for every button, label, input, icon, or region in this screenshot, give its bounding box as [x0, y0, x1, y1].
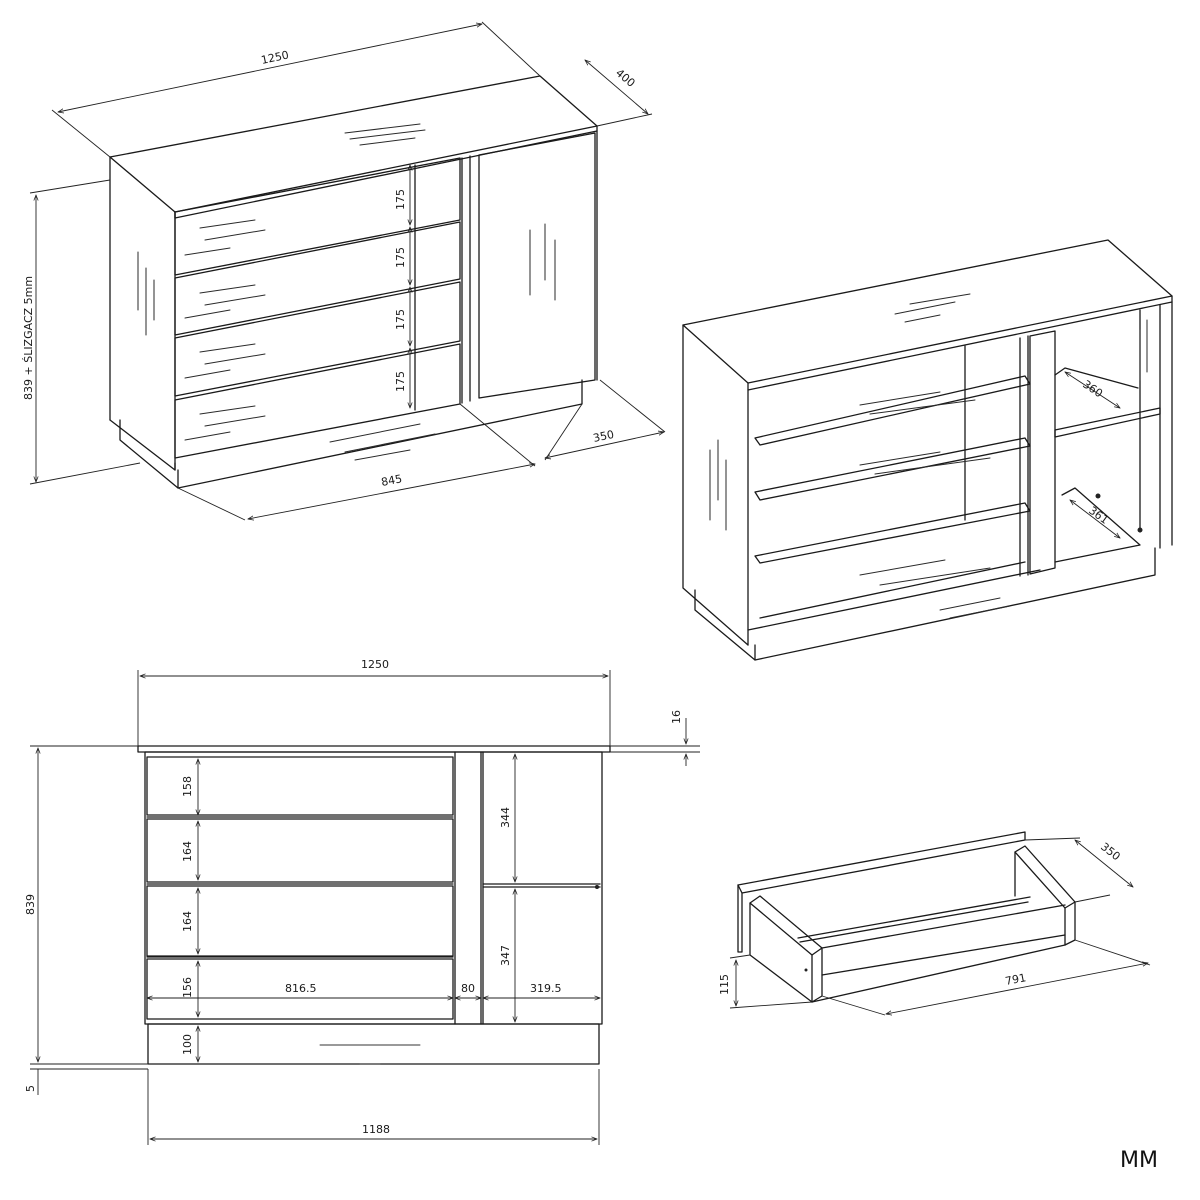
drawer-view: 350 791 115	[718, 831, 1151, 1015]
brand-logo: MM	[1120, 1148, 1158, 1173]
drawer-front-4	[174, 343, 461, 459]
door-panel	[478, 132, 596, 399]
drawer-front-2	[174, 221, 461, 336]
shelf-depth-upper-dim-label: 360	[1080, 378, 1105, 401]
front-height-dim-label: 839	[24, 894, 37, 915]
open-side-panel	[682, 324, 749, 646]
drawer-height-dim-2: 164	[181, 841, 194, 862]
shelf-pin	[1095, 493, 1101, 499]
drawer-front-dim-2: 175	[394, 247, 407, 268]
plinth-width-dim-line	[248, 464, 535, 519]
door-depth-dim-line	[545, 432, 664, 458]
front-drawer-3	[146, 885, 454, 957]
open-plinth	[694, 547, 1156, 661]
compartment-height-dim-2: 347	[499, 945, 512, 966]
shelf-depth-lower-dim-label: 361	[1086, 504, 1111, 527]
front-elevation-view: 1250 16 839 5 158 164 164 156 100 816.5 …	[24, 658, 700, 1145]
drawer-front-3	[174, 281, 461, 397]
divider-dim-label: 80	[461, 982, 475, 995]
drawer-front-dim-1: 175	[394, 189, 407, 210]
drawer-left-side	[749, 895, 823, 956]
drawer-front-dim-3: 175	[394, 309, 407, 330]
drawer-runner-3	[754, 502, 1031, 564]
drawer-runner-2	[754, 437, 1031, 501]
open-divider	[1029, 330, 1056, 575]
front-top-panel	[137, 745, 611, 753]
open-perspective-view: 360 361	[682, 239, 1173, 661]
depth-dim-label: 400	[613, 66, 637, 89]
drawer-length-dim-line	[886, 963, 1148, 1014]
leveler-dim-label: 5	[24, 1085, 37, 1092]
shelf-depth-upper-dim-line	[1065, 372, 1120, 408]
drawer-front-panel	[737, 831, 1026, 894]
drawer-depth-dim-label: 350	[1098, 840, 1123, 863]
front-width-dim-label: 1250	[361, 658, 389, 671]
height-dim-label: 839 + ŚLIZGACZ 5mm	[22, 276, 35, 400]
drawer-length-dim-label: 791	[1004, 971, 1027, 988]
front-plinth	[147, 1023, 600, 1065]
plinth-height-dim: 100	[181, 1034, 194, 1055]
drawer-front-1	[174, 157, 461, 276]
top-thickness-dim-label: 16	[670, 710, 683, 724]
shelf-pin	[1137, 527, 1143, 533]
drawer-height-dim-3: 164	[181, 911, 194, 932]
closed-perspective-view: 1250 400 839 + ŚLIZGACZ 5mm 175 175 175 …	[22, 21, 666, 520]
drawer-bottom	[821, 904, 1066, 949]
drawer-height-dim-label: 115	[718, 974, 731, 995]
drawer-depth-dim-line	[1075, 840, 1133, 887]
base-width-dim-label: 1188	[362, 1123, 390, 1136]
right-shelf	[1054, 407, 1161, 438]
front-drawer-1	[146, 756, 454, 816]
drawer-section-dim-label: 816.5	[285, 982, 317, 995]
front-drawer-4	[146, 958, 454, 1020]
compartment-height-dim-1: 344	[499, 807, 512, 828]
plinth	[119, 379, 583, 489]
drawer-front-dim-4: 175	[394, 371, 407, 392]
depth-dim-line	[585, 60, 648, 114]
width-dim-line	[58, 24, 482, 112]
drawer-height-dim-4: 156	[181, 977, 194, 998]
width-dim-label: 1250	[260, 48, 290, 67]
shelf-depth-lower-dim-line	[1070, 500, 1120, 538]
drawer-runner-1	[754, 375, 1031, 446]
drawer-height-dim-1: 158	[181, 776, 194, 797]
plinth-width-dim-label: 845	[380, 472, 403, 489]
door-section-dim-label: 319.5	[530, 982, 562, 995]
front-drawer-2	[146, 818, 454, 883]
open-top-panel	[682, 239, 1173, 384]
top-panel	[109, 75, 598, 213]
door-depth-dim-label: 350	[592, 428, 615, 445]
